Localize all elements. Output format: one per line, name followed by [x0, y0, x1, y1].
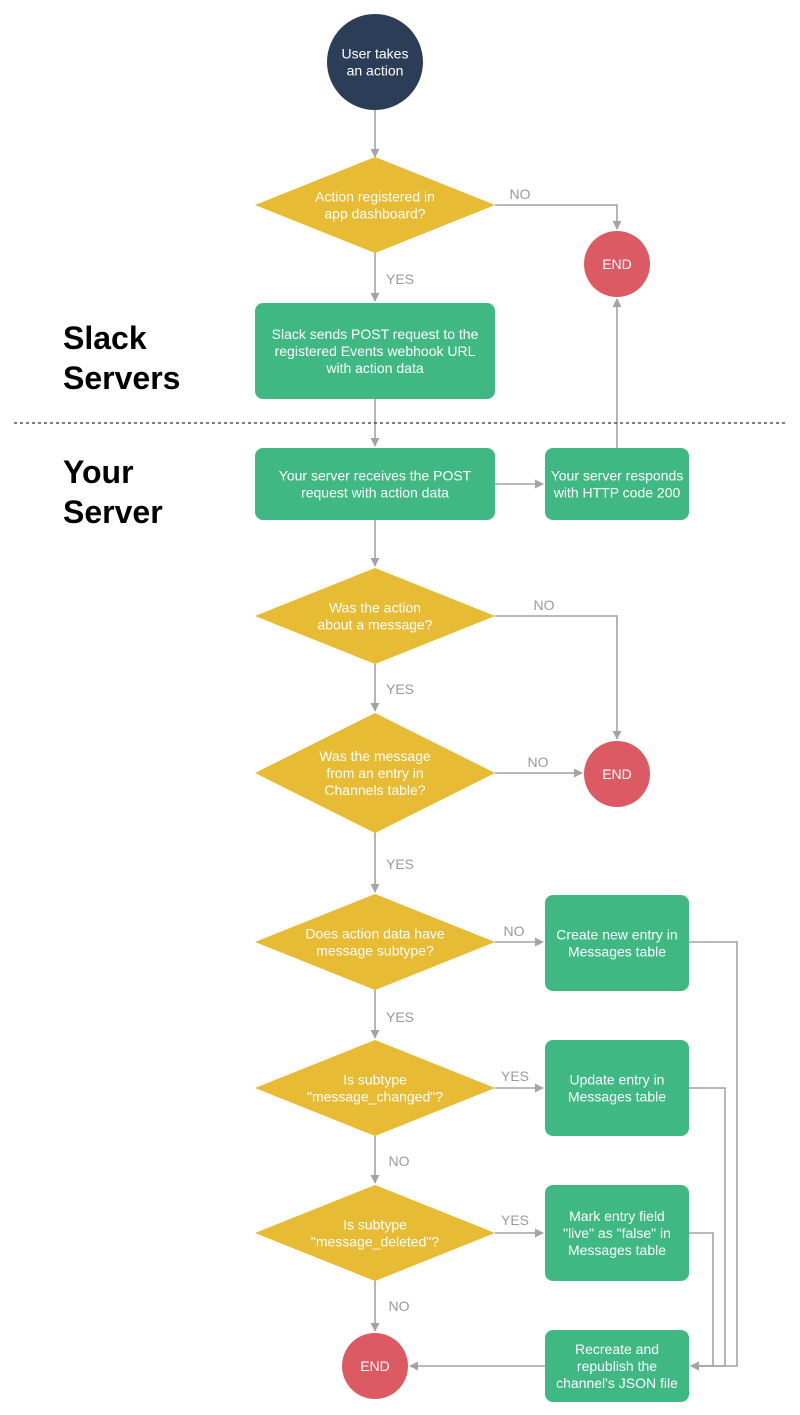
process-mark-live-false-text-line-3: Messages table: [568, 1242, 666, 1258]
edge-p6-p7: [689, 1232, 714, 1371]
process-server-responds-200-text-line-2: with HTTP code 200: [553, 485, 681, 501]
process-republish-json-text-line-2: republish the: [577, 1358, 657, 1374]
decision-message-deleted: Is subtype"message_deleted"?: [255, 1185, 495, 1281]
decision-from-channels-entry-text-line-1: Was the message: [319, 748, 431, 764]
section-label-slack-servers: Slack Servers: [63, 320, 181, 396]
process-server-receives-post-text-line-1: Your server receives the POST: [279, 468, 472, 484]
decision-message-changed-shape: [255, 1040, 495, 1136]
process-mark-live-false-text-line-1: Mark entry field: [569, 1208, 665, 1224]
process-server-receives-post-text-line-2: request with action data: [301, 485, 449, 501]
process-slack-sends-post-text-line-2: registered Events webhook URL: [275, 343, 476, 359]
decision-message-deleted-shape: [255, 1185, 495, 1281]
decision-message-deleted-text-line-1: Is subtype: [343, 1217, 407, 1233]
decision-has-subtype-shape: [255, 894, 495, 990]
start-node-shape: [327, 14, 423, 110]
process-mark-live-false-text-line-2: "live" as "false" in: [563, 1225, 671, 1241]
process-create-entry-text-line-1: Create new entry in: [556, 927, 677, 943]
decision-message-changed-text-line-1: Is subtype: [343, 1072, 407, 1088]
end-node-1-text-line-1: END: [602, 256, 632, 272]
decision-about-message-shape: [255, 568, 495, 664]
process-republish-json-text-line-3: channel's JSON file: [556, 1375, 678, 1391]
edge-label-d1-yes: YES: [386, 271, 414, 287]
process-server-receives-post-shape: [255, 448, 495, 520]
edge-label-d3-yes: YES: [386, 856, 414, 872]
section-label-your-server: Your Server: [63, 454, 163, 530]
edge-d1-no-end1: [495, 204, 622, 230]
decision-message-deleted-text-line-2: "message_deleted"?: [311, 1234, 439, 1250]
decision-about-message-text-line-1: Was the action: [329, 600, 421, 616]
edge-label-d4-yes: YES: [386, 1009, 414, 1025]
process-create-entry-text-line-2: Messages table: [568, 944, 666, 960]
edge-label-d2-no: NO: [534, 597, 555, 613]
edge-label-d4-no: NO: [504, 923, 525, 939]
process-server-responds-200-shape: [545, 448, 689, 520]
end-node-2: END: [584, 741, 650, 807]
process-mark-live-false: Mark entry field"live" as "false" inMess…: [545, 1185, 689, 1281]
decision-from-channels-entry-shape: [255, 713, 495, 833]
end-node-2-shape: [584, 741, 650, 807]
process-mark-live-false-shape: [545, 1185, 689, 1281]
edge-label-d3-no: NO: [528, 754, 549, 770]
process-slack-sends-post: Slack sends POST request to theregistere…: [255, 303, 495, 399]
start-node-text-line-2: an action: [347, 63, 404, 79]
process-slack-sends-post-text-line-3: with action data: [325, 360, 423, 376]
process-create-entry-shape: [545, 895, 689, 991]
end-node-1: END: [584, 231, 650, 297]
edge-d2-no-end2: [495, 615, 622, 740]
process-update-entry-text-line-2: Messages table: [568, 1089, 666, 1105]
end-node-3-shape: [342, 1333, 408, 1399]
decision-action-registered-text-line-1: Action registered in: [315, 189, 435, 205]
edge-label-d6-yes: YES: [501, 1212, 529, 1228]
decision-message-changed: Is subtype"message_changed"?: [255, 1040, 495, 1136]
edge-label-d5-yes: YES: [501, 1068, 529, 1084]
decision-from-channels-entry-text-line-2: from an entry in: [326, 765, 423, 781]
edge-label-d2-yes: YES: [386, 681, 414, 697]
process-update-entry-text-line-1: Update entry in: [570, 1072, 665, 1088]
process-server-responds-200-text-line-1: Your server responds: [551, 468, 684, 484]
process-slack-sends-post-text-line-1: Slack sends POST request to the: [272, 326, 479, 342]
decision-action-registered-text-line-2: app dashboard?: [324, 206, 425, 222]
edge-label-d1-no: NO: [510, 186, 531, 202]
end-node-2-text-line-1: END: [602, 766, 632, 782]
decision-message-changed-text-line-2: "message_changed"?: [307, 1089, 443, 1105]
process-republish-json-text-line-1: Recreate and: [575, 1341, 659, 1357]
process-republish-json-shape: [545, 1330, 689, 1402]
process-update-entry-shape: [545, 1040, 689, 1136]
decision-from-channels-entry-text-line-3: Channels table?: [324, 782, 425, 798]
start-node-text-line-1: User takes: [342, 46, 409, 62]
decision-has-subtype-text-line-1: Does action data have: [305, 926, 445, 942]
process-slack-sends-post-shape: [255, 303, 495, 399]
end-node-1-shape: [584, 231, 650, 297]
end-node-3: END: [342, 1333, 408, 1399]
edge-p5-p7: [689, 1087, 726, 1371]
end-node-3-text-line-1: END: [360, 1358, 390, 1374]
edge-label-d5-no: NO: [389, 1153, 410, 1169]
decision-has-subtype-text-line-2: message subtype?: [316, 943, 434, 959]
decision-action-registered-shape: [255, 157, 495, 253]
decision-about-message-text-line-2: about a message?: [317, 617, 432, 633]
edge-label-d6-no: NO: [389, 1298, 410, 1314]
